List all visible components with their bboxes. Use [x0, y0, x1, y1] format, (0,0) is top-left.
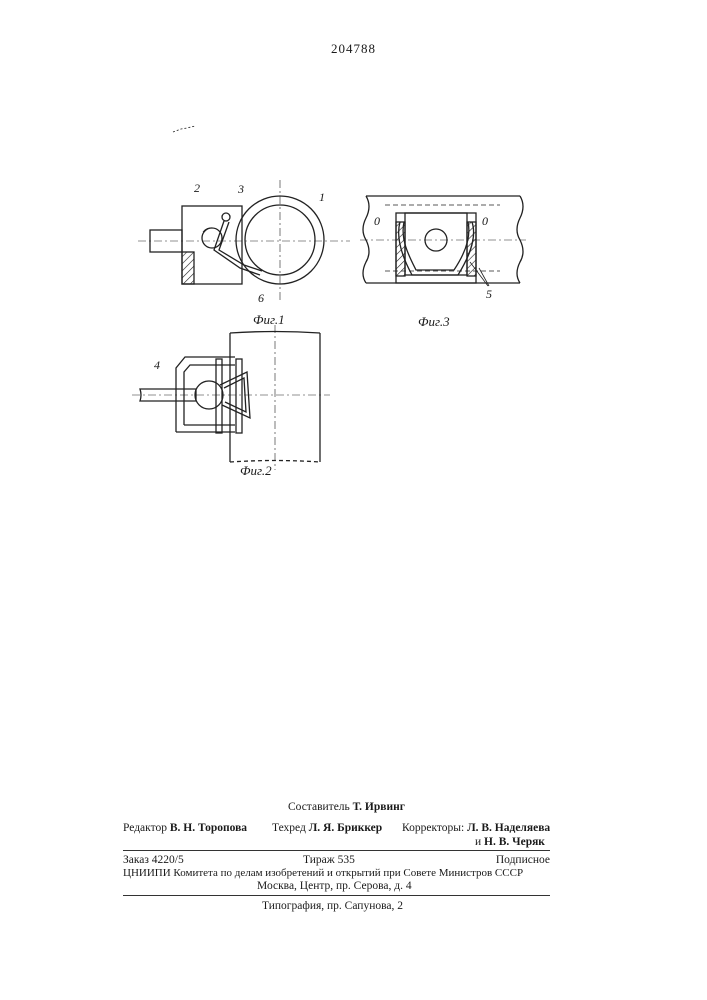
corrector-2-prefix: и [475, 836, 481, 848]
correctors-label: Корректоры: [402, 822, 464, 834]
divider-top [123, 850, 550, 851]
techred-label: Техред [272, 822, 306, 834]
fig3-part-5-label: 5 [486, 287, 492, 302]
fig1-part-6-label: 6 [258, 291, 264, 306]
fig3-caption: Фиг.3 [418, 314, 450, 330]
figure-2-drawing [132, 325, 330, 470]
subscription: Подписное [496, 853, 550, 867]
divider-bottom [123, 895, 550, 896]
institute: ЦНИИПИ Комитета по делам изобретений и о… [123, 866, 523, 880]
techred-name: Л. Я. Бриккер [309, 822, 382, 834]
editor-label: Редактор [123, 822, 167, 834]
fig3-label-0-left: 0 [374, 214, 380, 229]
compiler-label: Составитель [288, 801, 350, 813]
stray-mark [173, 126, 195, 132]
corrector-2: Н. В. Черяк [484, 836, 545, 848]
corrector-1: Л. В. Наделяева [467, 822, 550, 834]
fig2-caption: Фиг.2 [240, 463, 272, 479]
fig2-part-4-label: 4 [154, 358, 160, 373]
corrector-2-line: и Н. В. Черяк [475, 835, 545, 849]
compiler-line: Составитель Т. Ирвинг [288, 800, 405, 814]
circulation: Тираж 535 [303, 853, 355, 867]
correctors-line: Корректоры: Л. В. Наделяева [402, 821, 550, 835]
techred-line: Техред Л. Я. Бриккер [272, 821, 382, 835]
compiler-name: Т. Ирвинг [353, 801, 405, 813]
fig1-part-2-label: 2 [194, 181, 200, 196]
order-number: Заказ 4220/5 [123, 853, 184, 867]
fig1-part-3-label: 3 [238, 182, 244, 197]
editor-name: В. Н. Торопова [170, 822, 247, 834]
printer: Типография, пр. Сапунова, 2 [262, 899, 403, 913]
editor-line: Редактор В. Н. Торопова [123, 821, 247, 835]
fig1-part-1-label: 1 [319, 190, 325, 205]
address: Москва, Центр, пр. Серова, д. 4 [257, 879, 412, 893]
fig3-label-0-right: 0 [482, 214, 488, 229]
fig1-caption: Фиг.1 [253, 312, 285, 328]
figure-3-drawing [360, 196, 526, 286]
